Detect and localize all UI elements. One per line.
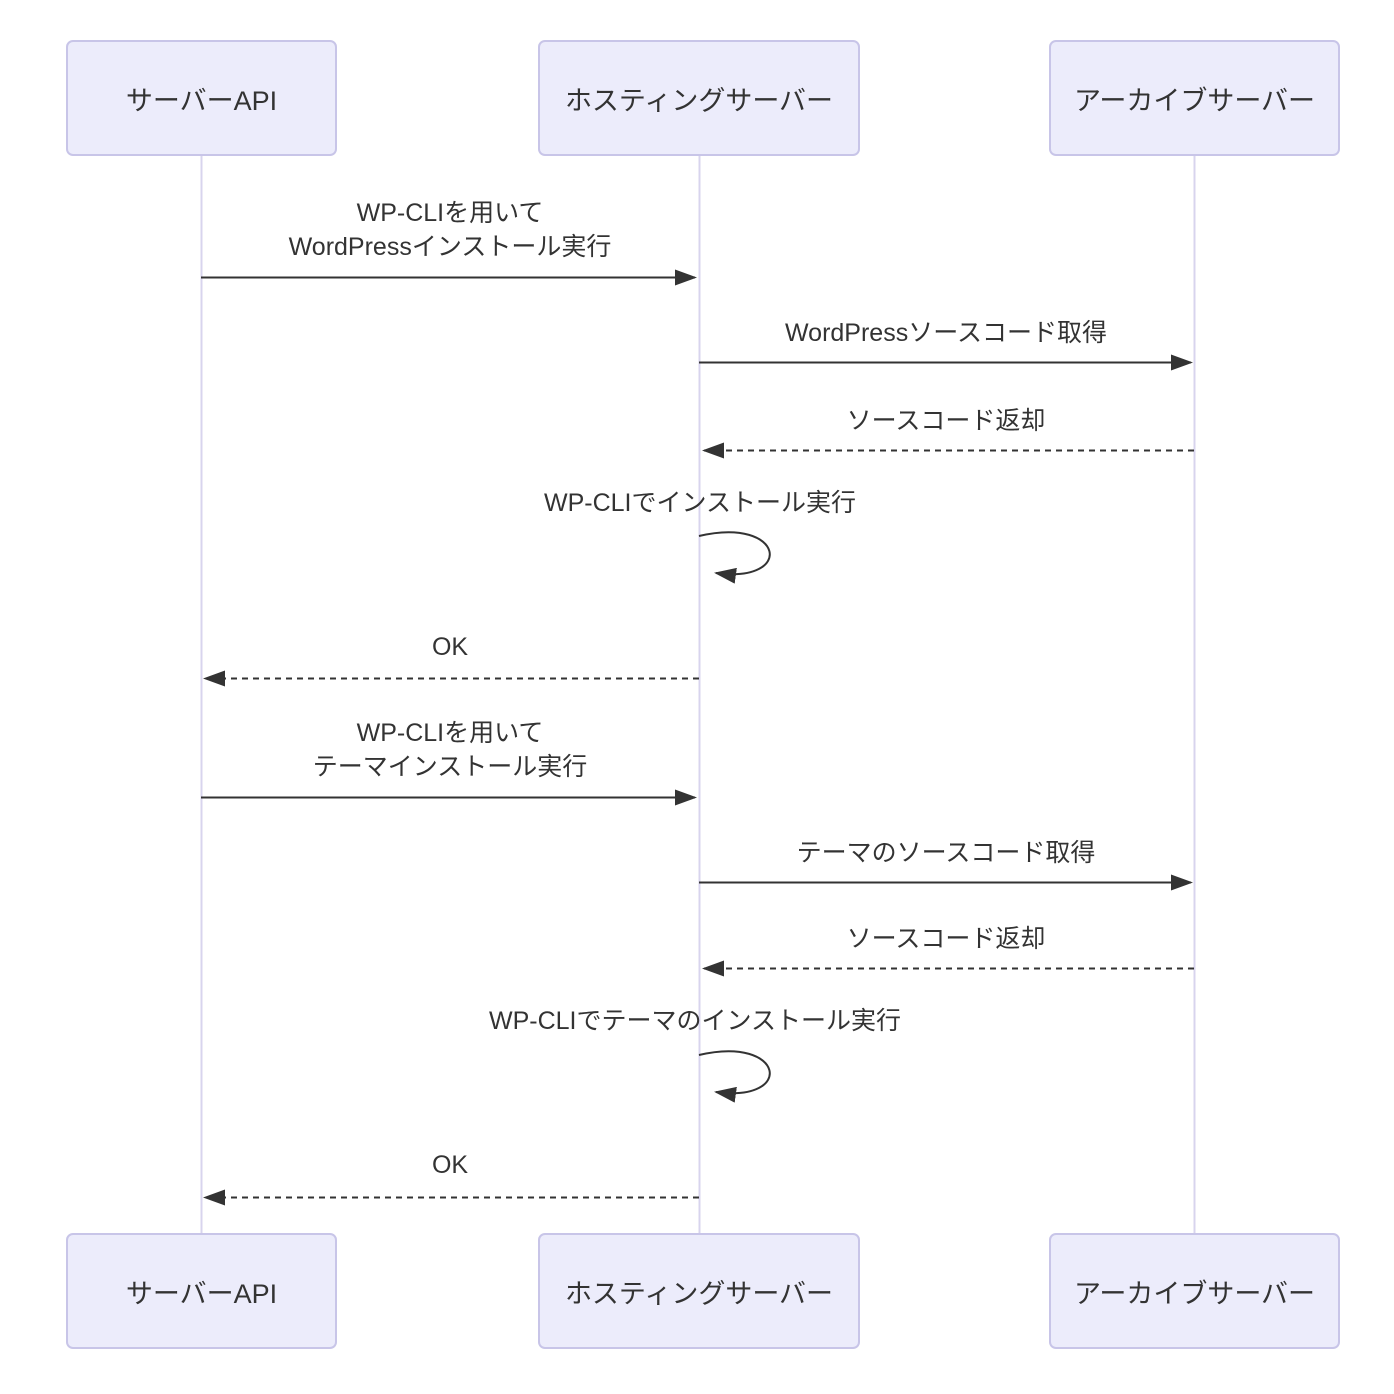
message-label-1: WP-CLIを用いて WordPressインストール実行 bbox=[288, 199, 612, 261]
actor-label: アーカイブサーバー bbox=[1073, 1278, 1316, 1309]
actor-label: サーバーAPI bbox=[125, 85, 278, 116]
message-label-4: WP-CLIでインストール実行 bbox=[543, 489, 857, 517]
actor-archive-server-bottom: アーカイブサーバー bbox=[1049, 1233, 1340, 1349]
self-loop-arrow-1 bbox=[698, 531, 771, 584]
message-label-6: WP-CLIを用いて テーマインストール実行 bbox=[312, 719, 588, 781]
actor-archive-server-top: アーカイブサーバー bbox=[1049, 40, 1340, 156]
message-label-8: ソースコード返却 bbox=[846, 925, 1046, 953]
actor-label: ホスティングサーバー bbox=[564, 1278, 834, 1309]
message-label-7: テーマのソースコード取得 bbox=[796, 839, 1096, 867]
actor-hosting-server-bottom: ホスティングサーバー bbox=[538, 1233, 860, 1349]
actor-label: アーカイブサーバー bbox=[1073, 85, 1316, 116]
message-label-10: OK bbox=[431, 1151, 469, 1179]
actor-label: サーバーAPI bbox=[125, 1278, 278, 1309]
actor-server-api-top: サーバーAPI bbox=[66, 40, 337, 156]
actor-server-api-bottom: サーバーAPI bbox=[66, 1233, 337, 1349]
message-label-5: OK bbox=[431, 633, 469, 661]
message-label-2: WordPressソースコード取得 bbox=[785, 319, 1107, 347]
actor-hosting-server-top: ホスティングサーバー bbox=[538, 40, 860, 156]
message-label-9: WP-CLIでテーマのインストール実行 bbox=[488, 1007, 902, 1035]
self-loop-arrow-2 bbox=[698, 1050, 771, 1103]
actor-label: ホスティングサーバー bbox=[564, 85, 834, 116]
message-label-3: ソースコード返却 bbox=[846, 407, 1046, 435]
